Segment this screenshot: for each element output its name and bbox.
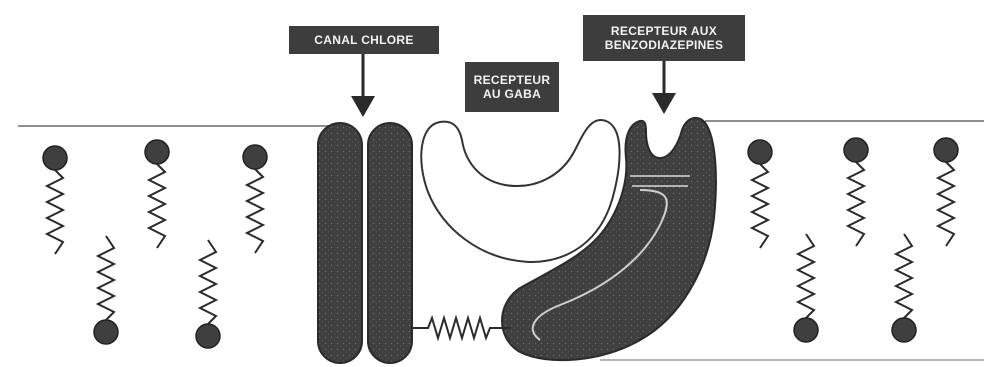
gaba-receptor-shape <box>421 120 619 262</box>
phospholipid-icon <box>94 236 118 344</box>
channel-pillar-right <box>368 123 412 363</box>
benzodiazepine-receptor-label: RECEPTEUR AUX BENZODIAZEPINES <box>583 15 745 61</box>
phospholipid-icon <box>43 146 67 254</box>
gaba-receptor-label: RECEPTEUR AU GABA <box>465 62 559 112</box>
phospholipid-icon <box>243 145 267 253</box>
phospholipid-icon <box>934 138 958 246</box>
phospholipid-icon <box>145 140 169 248</box>
down-arrow-icon <box>351 54 375 117</box>
phospholipid-icon <box>844 138 868 246</box>
phospholipid-icon <box>748 140 772 248</box>
channel-receptor-spring <box>412 318 510 338</box>
chloride-channel-label: CANAL CHLORE <box>289 26 439 54</box>
phospholipid-icon <box>892 234 916 342</box>
channel-pillar-left <box>318 123 362 363</box>
phospholipid-icon <box>196 240 220 348</box>
down-arrow-icon <box>652 61 676 114</box>
phospholipid-icon <box>794 234 818 342</box>
